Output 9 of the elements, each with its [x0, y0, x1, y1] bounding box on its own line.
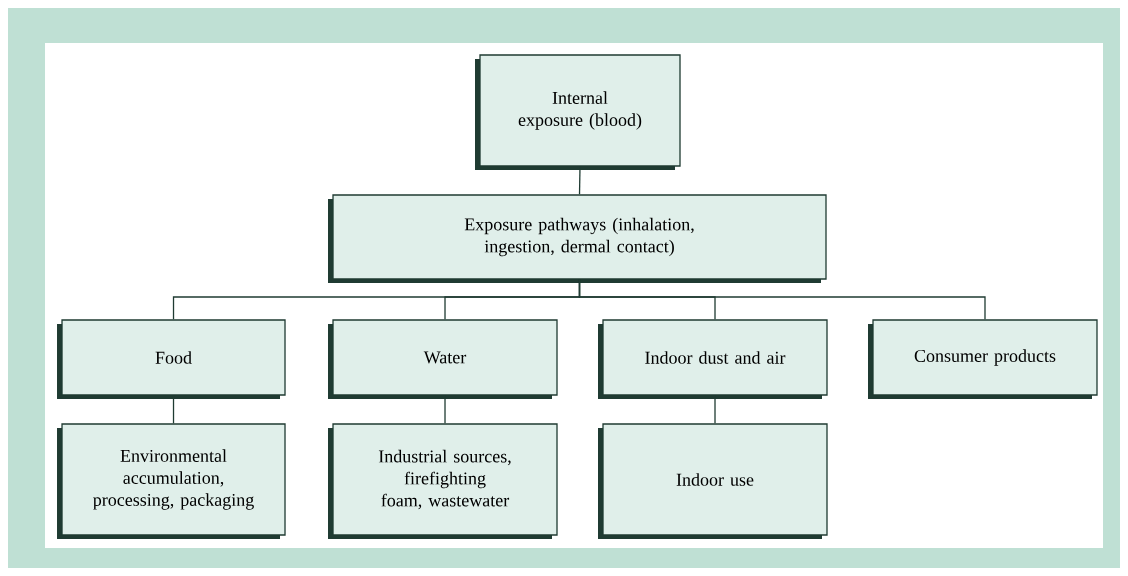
text-box: Industrial sources, firefighting foam, wastewater	[328, 423, 558, 539]
text-box: Indoor dust and air	[598, 319, 828, 399]
text-box: Water	[328, 319, 558, 399]
text-box: Indoor use	[598, 423, 828, 539]
text-box: Consumer products	[868, 319, 1098, 399]
text-box: Exposure pathways (inhalation, ingestion, dermal contact)	[328, 194, 827, 283]
text-box: Internal exposure (blood)	[475, 54, 681, 170]
text-box: Food	[57, 319, 286, 399]
text-box: Environmental accumulation, processing, packaging	[57, 423, 286, 539]
